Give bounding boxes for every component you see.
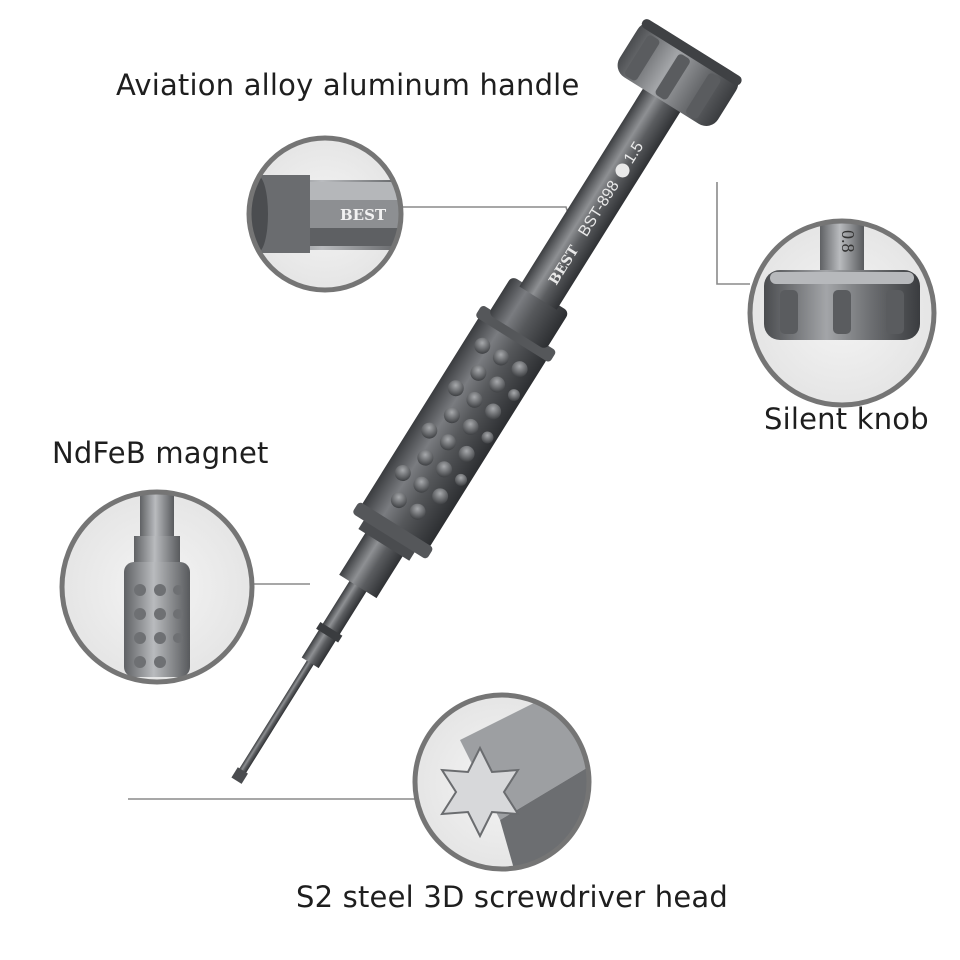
phillips-symbol-icon [615,163,630,178]
detail-circle-handle: BEST [246,135,404,293]
detail-circle-magnet [59,489,255,685]
handle-engraving: BEST BST-898 1.5 [546,139,647,288]
screwdriver-knob [617,19,742,126]
torx-star-icon [440,745,520,839]
detail-circle-knob: 0.8 [747,218,937,408]
label-handle: Aviation alloy aluminum handle [116,68,580,102]
screwdriver-grip [359,314,547,553]
screwdriver-tip [235,656,317,780]
knob-mark: 0.8 [838,230,858,253]
grip-dimples [390,337,528,520]
detail-circle-head [412,692,592,872]
detail-handle-brand: BEST [340,206,387,224]
screwdriver: BEST BST-898 1.5 [231,19,742,784]
label-knob: Silent knob [764,402,929,436]
callout-line-knob [716,182,750,285]
label-magnet: NdFeB magnet [52,436,269,470]
screwdriver-upper-handle [519,87,682,310]
label-head: S2 steel 3D screwdriver head [296,880,728,914]
screwdriver-lower-shaft [301,576,369,669]
